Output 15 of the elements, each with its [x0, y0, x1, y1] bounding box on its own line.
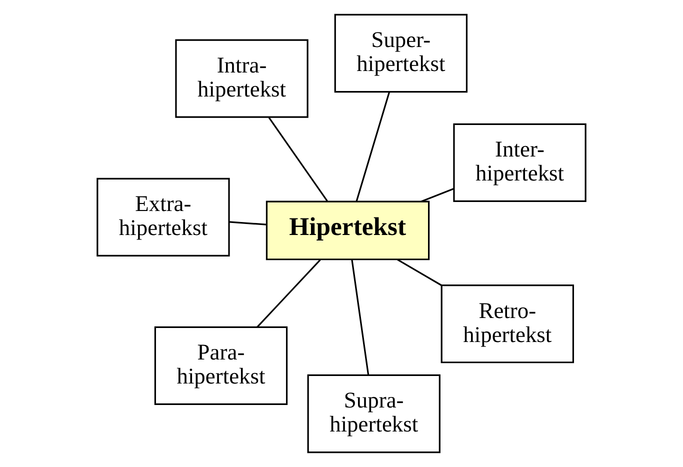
connector: [268, 117, 328, 202]
connector: [229, 221, 266, 226]
connector: [397, 258, 442, 286]
node-box: Intra- hipertekst: [175, 39, 308, 118]
connector: [420, 188, 454, 202]
connector: [256, 259, 321, 328]
node-box: Super- hipertekst: [334, 14, 468, 93]
node-box: Hipertekst: [266, 200, 430, 260]
node-box: Para- hipertekst: [154, 326, 288, 406]
node-box: Inter- hipertekst: [453, 123, 586, 202]
node-box: Extra- hipertekst: [96, 178, 230, 256]
node-box: Retro- hipertekst: [440, 284, 574, 364]
node-box: Supra- hipertekst: [307, 374, 440, 454]
connector: [351, 259, 370, 375]
connector: [356, 92, 390, 202]
